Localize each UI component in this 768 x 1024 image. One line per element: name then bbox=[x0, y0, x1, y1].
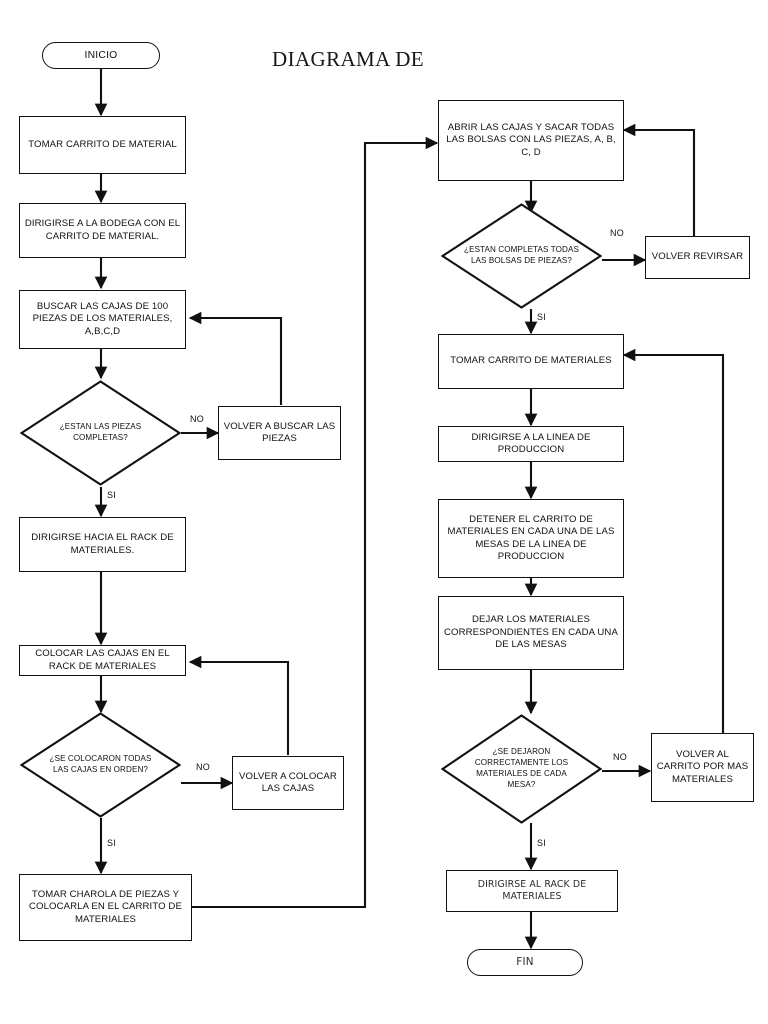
process-dirigirse-bodega: DIRIGIRSE A LA BODEGA CON EL CARRITO DE … bbox=[19, 203, 186, 258]
edge-label-si-3: SI bbox=[537, 312, 547, 322]
process-volver-colocar-cajas: VOLVER A COLOCAR LAS CAJAS bbox=[232, 756, 344, 810]
edge-label-si-2: SI bbox=[107, 838, 117, 848]
process-detener-carrito: DETENER EL CARRITO DE MATERIALES EN CADA… bbox=[438, 499, 624, 578]
diamond-shape bbox=[20, 380, 181, 486]
edge-label-no-1: NO bbox=[190, 414, 205, 424]
process-buscar-cajas: BUSCAR LAS CAJAS DE 100 PIEZAS DE LOS MA… bbox=[19, 290, 186, 349]
decision-piezas-completas: ¿ESTAN LAS PIEZAS COMPLETAS? bbox=[20, 380, 181, 486]
decision-materiales-correctos: ¿SE DEJARON CORRECTAMENTE LOS MATERIALES… bbox=[441, 714, 602, 824]
edge-loop-volver-revirsar-to-abrir bbox=[622, 123, 696, 236]
diamond-shape bbox=[441, 714, 602, 824]
process-volver-carrito-mas: VOLVER AL CARRITO POR MAS MATERIALES bbox=[651, 733, 754, 802]
process-dirigirse-rack-final: DIRIGIRSE AL RACK DE MATERIALES bbox=[446, 870, 618, 912]
edge-loop-volver-carrito-to-tomar-carrito-mat bbox=[622, 348, 725, 744]
diamond-shape bbox=[20, 712, 181, 818]
edge-label-si-4: SI bbox=[537, 838, 547, 848]
process-volver-buscar-piezas: VOLVER A BUSCAR LAS PIEZAS bbox=[218, 406, 341, 460]
process-volver-revirsar: VOLVER REVIRSAR bbox=[645, 236, 750, 279]
process-tomar-carrito-materiales: TOMAR CARRITO DE MATERIALES bbox=[438, 334, 624, 389]
decision-cajas-en-orden: ¿SE COLOCARON TODAS LAS CAJAS EN ORDEN? bbox=[20, 712, 181, 818]
process-colocar-cajas: COLOCAR LAS CAJAS EN EL RACK DE MATERIAL… bbox=[19, 645, 186, 676]
process-abrir-cajas: ABRIR LAS CAJAS Y SACAR TODAS LAS BOLSAS… bbox=[438, 100, 624, 181]
process-dirigirse-linea: DIRIGIRSE A LA LINEA DE PRODUCCION bbox=[438, 426, 624, 462]
edge-loop-volver-colocar-to-colocar-cajas bbox=[188, 655, 290, 755]
diamond-shape bbox=[441, 203, 602, 309]
diagram-title: DIAGRAMA DE bbox=[272, 47, 424, 71]
edge-loop-volver-buscar-to-buscar-cajas bbox=[188, 311, 283, 405]
process-dejar-materiales: DEJAR LOS MATERIALES CORRESPONDIENTES EN… bbox=[438, 596, 624, 670]
edge-label-si-1: SI bbox=[107, 490, 117, 500]
terminal-inicio: INICIO bbox=[42, 42, 160, 69]
decision-bolsas-completas: ¿ESTAN COMPLETAS TODAS LAS BOLSAS DE PIE… bbox=[441, 203, 602, 309]
process-tomar-carrito-material: TOMAR CARRITO DE MATERIAL bbox=[19, 116, 186, 174]
edge-label-no-2: NO bbox=[196, 762, 211, 772]
edge-label-no-3: NO bbox=[610, 228, 625, 238]
edge-label-no-4: NO bbox=[613, 752, 628, 762]
process-tomar-charola: TOMAR CHAROLA DE PIEZAS Y COLOCARLA EN E… bbox=[19, 874, 192, 941]
terminal-fin: FIN bbox=[467, 949, 583, 976]
process-dirigirse-rack: DIRIGIRSE HACIA EL RACK DE MATERIALES. bbox=[19, 517, 186, 572]
